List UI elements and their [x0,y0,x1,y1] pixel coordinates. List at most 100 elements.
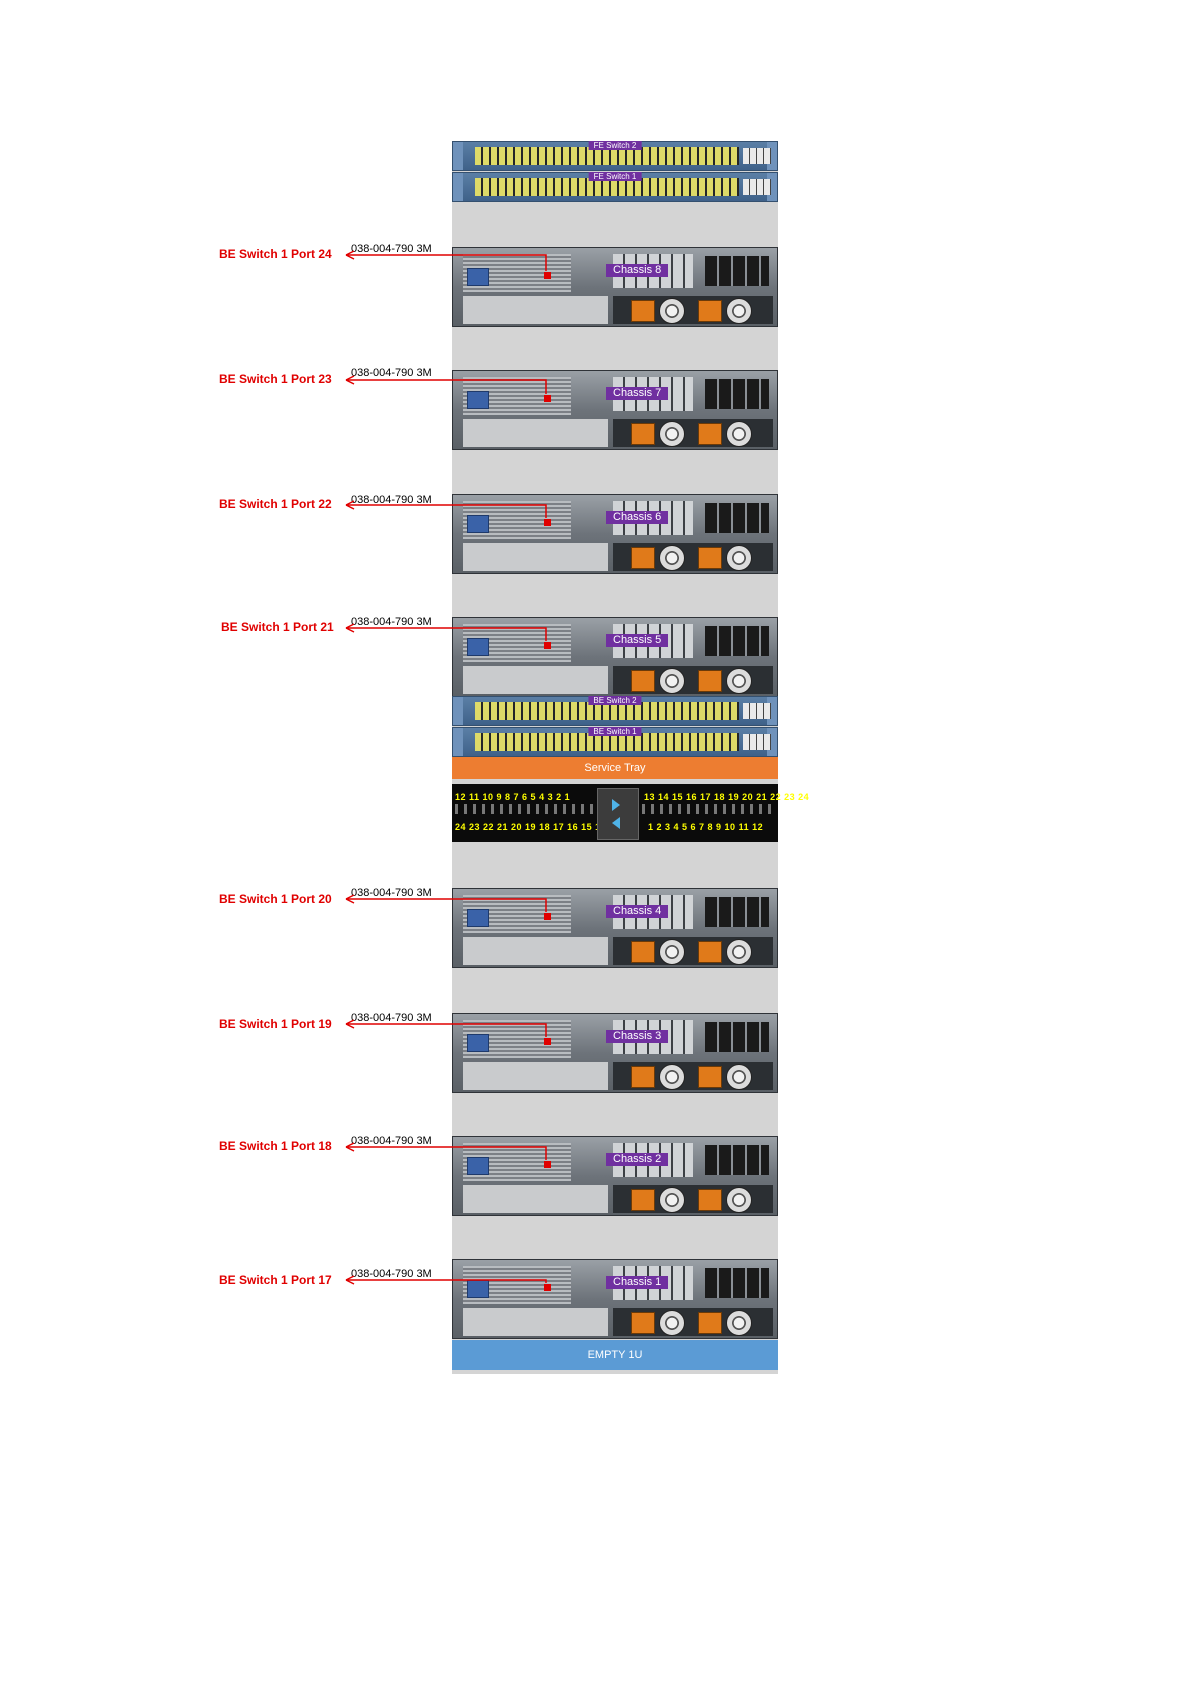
network-ports [705,1022,769,1052]
vga-port [467,515,489,533]
cable-label-chassis-7: 038-004-790 3M [351,367,432,379]
chassis-1: Chassis 1 [452,1259,778,1339]
cable-label-chassis-3: 038-004-790 3M [351,1012,432,1024]
switch-label: BE Switch 2 [588,696,642,705]
cable-line-chassis-6 [346,504,547,518]
psu-handle [631,423,655,445]
patch-panel: 12 11 10 9 8 7 6 5 4 3 2 1 24 23 22 21 2… [452,784,809,842]
port-label-chassis-8: BE Switch 1 Port 24 [219,247,332,261]
cable-line-chassis-8 [346,254,547,271]
cable-label-chassis-1: 038-004-790 3M [351,1268,432,1280]
rack-ear [767,173,777,201]
psu-handle [631,300,655,322]
blank-panel [463,1308,608,1336]
fan-icon [659,1310,685,1336]
arrow-left-icon [345,1019,355,1029]
psu-handle [631,1189,655,1211]
rack-ear [767,697,777,725]
switch-ports [475,147,739,165]
network-ports [705,503,769,533]
psu-handle [698,1066,722,1088]
chassis-label: Chassis 5 [606,634,669,647]
be-switch-1: BE Switch 1 [452,727,778,757]
blank-panel [463,296,608,324]
network-ports [705,1268,769,1298]
cable-line-chassis-7 [346,379,547,394]
patch-ports [455,804,593,814]
chassis-label: Chassis 6 [606,511,669,524]
cable-line-chassis-4 [346,898,547,912]
uplink-ports [743,734,771,750]
switch-ports [475,702,739,720]
fe-switch-1: FE Switch 1 [452,172,778,202]
port-connector [544,913,551,920]
chassis-label: Chassis 3 [606,1030,669,1043]
fan-icon [659,1064,685,1090]
rack-ear [767,728,777,756]
port-label-chassis-3: BE Switch 1 Port 19 [219,1017,332,1031]
chassis-2: Chassis 2 [452,1136,778,1216]
fan-icon [726,1064,752,1090]
arrow-left-icon [345,894,355,904]
fan-icon [659,545,685,571]
port-label-chassis-5: BE Switch 1 Port 21 [221,620,334,634]
port-connector [544,1038,551,1045]
psu-handle [631,670,655,692]
psu-handle [698,300,722,322]
patch-center-module [597,788,639,840]
cable-line-chassis-2 [346,1146,547,1160]
network-ports [705,626,769,656]
cable-label-chassis-4: 038-004-790 3M [351,887,432,899]
port-connector [544,642,551,649]
empty-1u-slot: EMPTY 1U [452,1340,778,1370]
chassis-4: Chassis 4 [452,888,778,968]
cable-label-chassis-6: 038-004-790 3M [351,494,432,506]
fan-icon [659,1187,685,1213]
fan-icon [659,421,685,447]
rack-ear [453,728,463,756]
psu-handle [698,1312,722,1334]
chassis-label: Chassis 8 [606,264,669,277]
fan-icon [726,939,752,965]
fan-icon [726,545,752,571]
be-switch-2: BE Switch 2 [452,696,778,726]
rack-ear [767,142,777,170]
vga-port [467,391,489,409]
chassis-6: Chassis 6 [452,494,778,574]
chassis-label: Chassis 2 [606,1153,669,1166]
port-label-chassis-1: BE Switch 1 Port 17 [219,1273,332,1287]
service-tray: Service Tray [452,757,778,779]
cable-label-chassis-8: 038-004-790 3M [351,243,432,255]
switch-ports [475,733,739,751]
vga-port [467,638,489,656]
switch-label: BE Switch 1 [588,727,642,736]
rack-ear [453,173,463,201]
network-ports [705,1145,769,1175]
switch-ports [475,178,739,196]
port-connector [544,272,551,279]
port-label-chassis-2: BE Switch 1 Port 18 [219,1139,332,1153]
chassis-label: Chassis 1 [606,1276,669,1289]
fan-icon [726,1310,752,1336]
fe-switch-2: FE Switch 2 [452,141,778,171]
arrow-left-icon [345,1275,355,1285]
uplink-ports [743,179,771,195]
fan-icon [726,668,752,694]
port-connector [544,1284,551,1291]
chassis-label: Chassis 4 [606,905,669,918]
rack-ear [453,697,463,725]
port-label-chassis-6: BE Switch 1 Port 22 [219,497,332,511]
blank-panel [463,543,608,571]
port-label-chassis-4: BE Switch 1 Port 20 [219,892,332,906]
arrow-left-icon [612,817,620,829]
psu-handle [631,941,655,963]
psu-handle [631,1066,655,1088]
fan-icon [726,421,752,447]
rack-ear [453,142,463,170]
patch-ports [642,804,776,814]
chassis-8: Chassis 8 [452,247,778,327]
blank-panel [463,1185,608,1213]
psu-handle [698,670,722,692]
blank-panel [463,937,608,965]
